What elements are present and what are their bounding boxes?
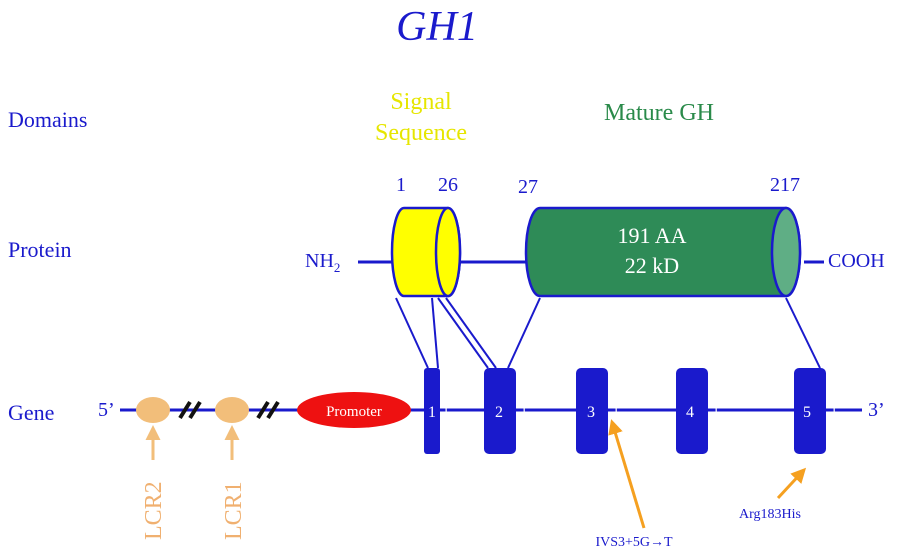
exon-5-label: 5 — [803, 404, 811, 421]
break-mark-2 — [256, 400, 280, 420]
row-label-protein: Protein — [8, 237, 72, 262]
lcr1-label: LCR1 — [221, 481, 247, 540]
residue-27-label: 27 — [518, 176, 538, 198]
ivs3-mutation-label: IVS3+5G→T — [595, 535, 673, 550]
exon-1-label: 1 — [428, 404, 436, 421]
exon-5: 5 — [794, 368, 835, 454]
exon-1: 1 — [424, 368, 447, 454]
diagram-title: GH1 — [396, 4, 478, 50]
mature-gh-mass: 22 kD — [625, 253, 679, 278]
promoter-element — [297, 392, 411, 428]
signal-sequence-label-line1: Signal — [390, 89, 452, 115]
row-label-gene: Gene — [8, 400, 54, 425]
signal-sequence-label-line2: Sequence — [375, 120, 467, 146]
mature-gh-length: 191 AA — [617, 223, 686, 248]
three-prime-label: 3’ — [868, 399, 885, 421]
lcr2-label: LCR2 — [141, 481, 167, 540]
promoter-label: Promoter — [326, 404, 382, 420]
arg183-mutation-arrow — [776, 467, 807, 500]
arg183-mutation-label: Arg183His — [739, 507, 801, 522]
residue-217-label: 217 — [770, 174, 800, 196]
mature-gh-label: Mature GH — [604, 100, 714, 126]
exon-4-label: 4 — [686, 404, 694, 421]
exon-2-label: 2 — [495, 404, 503, 421]
residue-26-label: 26 — [438, 174, 458, 196]
residue-1-label: 1 — [396, 174, 406, 196]
exon-3: 3 — [576, 368, 617, 454]
lcr1-element — [215, 397, 249, 423]
nh2-terminus-label: NH2 — [305, 250, 340, 275]
five-prime-label: 5’ — [98, 399, 115, 421]
row-label-domains: Domains — [8, 107, 87, 132]
exon-3-label: 3 — [587, 404, 595, 421]
signal-sequence-cylinder — [390, 206, 462, 298]
ivs3-mutation-arrow — [608, 419, 646, 529]
exon-2: 2 — [484, 368, 525, 454]
mature-gh-cylinder — [524, 206, 802, 298]
exon-mapping-lines — [395, 297, 821, 369]
break-mark-1 — [178, 400, 202, 420]
cooh-terminus-label: COOH — [828, 250, 885, 272]
exon-4: 4 — [676, 368, 717, 454]
lcr2-element — [136, 397, 170, 423]
